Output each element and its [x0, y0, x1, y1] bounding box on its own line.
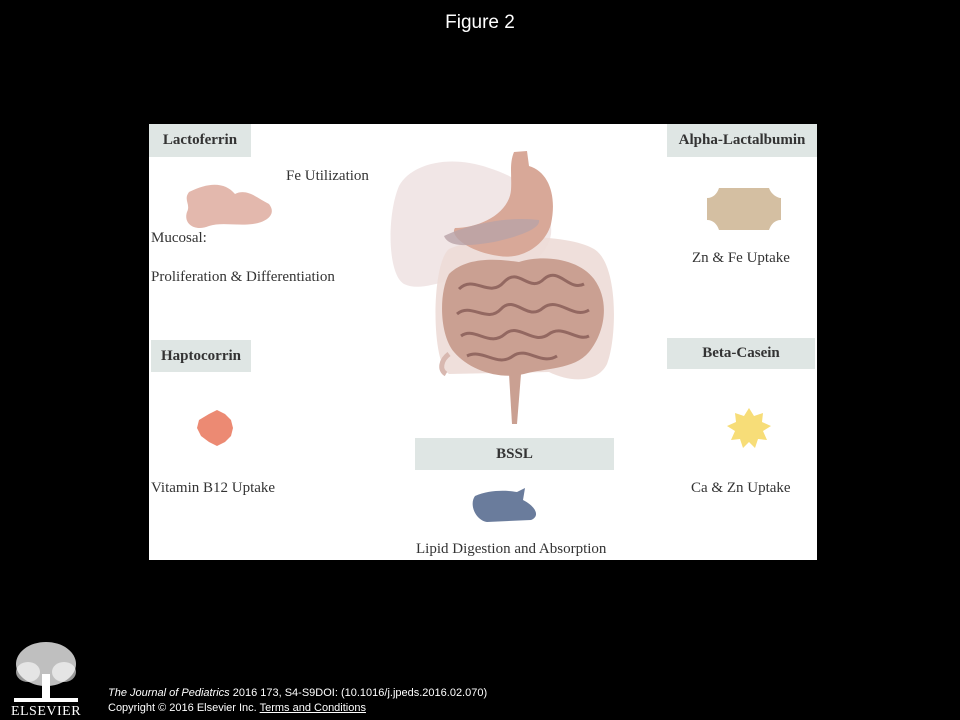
lactoferrin-protein-icon — [186, 184, 272, 229]
lactoferrin-proliferation-text: Proliferation & Differentiation — [151, 269, 335, 285]
alpha-lactalbumin-function-text: Zn & Fe Uptake — [692, 250, 790, 266]
beta-casein-function-text: Ca & Zn Uptake — [691, 480, 791, 496]
bssl-protein-icon — [472, 488, 537, 522]
diagram-canvas — [186, 151, 781, 522]
citation-text: 2016 173, S4-S9DOI: (10.1016/j.jpeds.201… — [229, 687, 488, 699]
alpha-lactalbumin-label: Alpha-Lactalbumin — [667, 124, 817, 157]
journal-name: The Journal of Pediatrics — [108, 687, 230, 699]
bssl-function-text: Lipid Digestion and Absorption — [416, 541, 607, 557]
footer: The Journal of Pediatrics 2016 173, S4-S… — [108, 686, 487, 716]
figure-title: Figure 2 — [445, 12, 515, 33]
copyright-text: Copyright © 2016 Elsevier Inc. — [108, 702, 260, 714]
lactoferrin-label: Lactoferrin — [149, 124, 251, 157]
citation-line: The Journal of Pediatrics 2016 173, S4-S… — [108, 686, 487, 701]
elsevier-logo-text: ELSEVIER — [10, 704, 82, 719]
lactoferrin-fe-utilization-text: Fe Utilization — [286, 168, 369, 184]
alpha-lactalbumin-protein-icon — [707, 188, 781, 230]
elsevier-logo — [14, 642, 78, 702]
copyright-line: Copyright © 2016 Elsevier Inc. Terms and… — [108, 701, 487, 716]
beta-casein-label: Beta-Casein — [667, 338, 815, 369]
bssl-label: BSSL — [415, 438, 614, 470]
haptocorrin-function-text: Vitamin B12 Uptake — [151, 480, 276, 496]
terms-and-conditions-link[interactable]: Terms and Conditions — [259, 702, 366, 714]
haptocorrin-protein-icon — [197, 410, 233, 446]
lactoferrin-mucosal-text: Mucosal: — [151, 230, 207, 246]
digestive-tract-icon — [390, 151, 614, 424]
beta-casein-protein-icon — [727, 408, 771, 448]
haptocorrin-label: Haptocorrin — [151, 340, 251, 372]
figure-panel: Lactoferrin Fe Utilization Mucosal: Prol… — [149, 124, 817, 560]
